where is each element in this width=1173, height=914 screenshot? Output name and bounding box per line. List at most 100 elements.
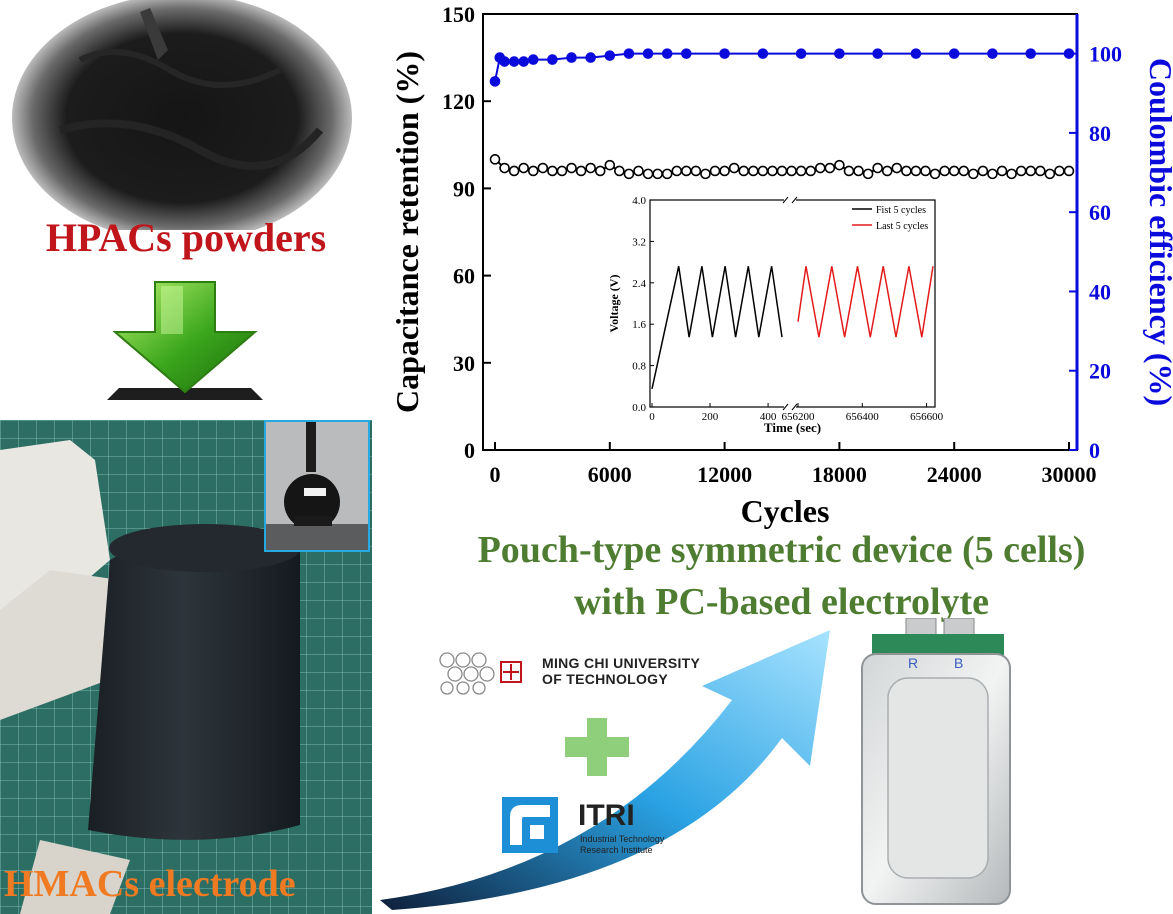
y2-tick-label: 100 (1089, 42, 1122, 67)
data-point (614, 165, 625, 177)
data-point (814, 162, 826, 174)
data-point (948, 165, 960, 177)
data-point (824, 162, 836, 174)
data-point (700, 168, 711, 180)
data-point (489, 154, 501, 165)
x-tick-label: 24000 (927, 462, 982, 487)
legend-label: Fist 5 cycles (876, 205, 926, 216)
axis-break-mark (791, 196, 798, 204)
y-axis-label: Capacitance retention (%) (389, 51, 425, 413)
itri-subtitle-line1: Industrial Technology (580, 834, 665, 844)
data-point (834, 159, 845, 171)
data-point (661, 48, 673, 59)
data-point (623, 48, 635, 59)
y2-tick-label: 80 (1089, 121, 1111, 146)
data-point (594, 165, 606, 177)
data-point (1025, 165, 1037, 177)
data-point (652, 168, 663, 180)
data-point (508, 56, 520, 67)
capacitance-series (489, 154, 1075, 180)
axis-break-mark (782, 196, 789, 204)
inset-x-tick-label: 200 (702, 411, 719, 423)
axis-break-mask (784, 197, 796, 203)
inset-x-tick-label: 656200 (782, 411, 816, 423)
data-point (499, 162, 510, 174)
inset-y-tick-label: 0.8 (632, 361, 646, 373)
inset-x-tick-label: 656400 (846, 411, 880, 423)
data-point (681, 165, 692, 177)
data-point (566, 162, 577, 174)
data-point (1063, 48, 1075, 59)
itri-subtitle: Industrial Technology Research Institute (580, 834, 720, 856)
data-point (843, 165, 855, 177)
axis-break-mask (784, 404, 796, 410)
mcut-name: MING CHI UNIVERSITY OF TECHNOLOGY (542, 655, 700, 687)
inset-frame (649, 199, 936, 408)
data-point (537, 162, 549, 174)
data-point (987, 168, 998, 180)
data-point (719, 48, 730, 59)
inset-y-tick-label: 4.0 (632, 195, 646, 207)
data-point (575, 165, 587, 177)
data-point (1054, 165, 1065, 177)
data-point (795, 165, 807, 177)
data-point (508, 165, 520, 177)
data-point (547, 165, 558, 177)
data-point (1015, 165, 1027, 177)
y-tick-label: 150 (442, 2, 475, 27)
contact-angle-inset (264, 420, 370, 552)
y-tick-label: 0 (464, 438, 475, 463)
data-point (862, 168, 874, 180)
inset-y-tick-label: 2.4 (632, 278, 646, 290)
data-point (853, 165, 864, 177)
down-arrow-icon (107, 281, 263, 400)
data-point (1044, 168, 1056, 180)
data-point (681, 48, 692, 59)
data-point (518, 56, 530, 67)
data-point (633, 165, 644, 177)
data-point (891, 162, 903, 174)
x-tick-label: 12000 (697, 462, 752, 487)
data-point (1063, 165, 1075, 177)
data-point (642, 168, 654, 180)
data-point (996, 165, 1008, 177)
coulombic-series (489, 48, 1075, 87)
data-point (642, 48, 654, 59)
y2-tick-label: 0 (1089, 438, 1100, 463)
data-point (623, 168, 635, 180)
data-point (987, 48, 998, 59)
itri-logo-icon (502, 797, 558, 853)
data-point (834, 48, 845, 59)
inset-y-tick-label: 1.6 (632, 319, 646, 331)
data-point (728, 162, 740, 174)
mcut-name-line1: MING CHI UNIVERSITY (542, 655, 701, 671)
inset-x-axis-label: Time (sec) (764, 420, 821, 435)
mcut-logo-icon (439, 652, 522, 695)
data-point (690, 165, 702, 177)
data-point (968, 168, 979, 180)
data-point (795, 48, 807, 59)
y2-tick-label: 40 (1089, 279, 1111, 304)
mcut-name-line2: OF TECHNOLOGY (542, 671, 669, 687)
data-point (1035, 165, 1046, 177)
data-point (604, 159, 616, 171)
data-point (518, 162, 530, 174)
x-tick-label: 0 (490, 462, 501, 487)
last-cycles-line (797, 266, 934, 338)
x-tick-label: 6000 (588, 462, 632, 487)
data-point (527, 54, 539, 65)
data-point (920, 165, 931, 177)
plus-icon (565, 718, 629, 776)
data-point (604, 50, 616, 61)
first-cycles-line (651, 266, 783, 390)
data-point (910, 165, 922, 177)
data-point (499, 56, 510, 67)
itri-subtitle-line2: Research Institute (580, 845, 653, 855)
data-point (757, 48, 769, 59)
y2-tick-label: 20 (1089, 359, 1111, 384)
pouch-mark-r: R (908, 655, 918, 671)
data-point (786, 165, 797, 177)
data-point (872, 48, 883, 59)
data-point (881, 165, 893, 177)
data-point (977, 165, 989, 177)
